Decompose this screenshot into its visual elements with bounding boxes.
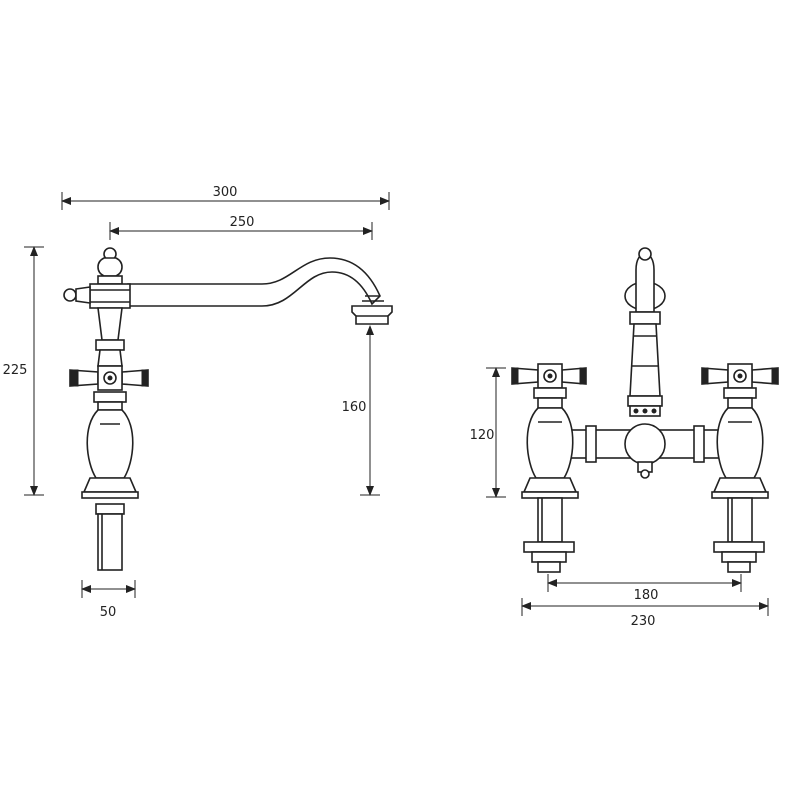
dim-label-250: 250	[230, 215, 255, 230]
dim-label-50: 50	[100, 605, 117, 620]
dim-overall-height: 225	[3, 246, 44, 496]
side-view: 300 250 225 160 50	[3, 185, 393, 620]
dim-label-180: 180	[634, 588, 659, 603]
front-spout	[624, 247, 666, 417]
dim-shank-centres: 180	[547, 574, 742, 603]
dim-label-160: 160	[342, 400, 367, 415]
right-pillar	[701, 363, 779, 573]
dim-label-300: 300	[213, 185, 238, 200]
dim-handle-height: 120	[470, 367, 506, 498]
bridge	[564, 423, 726, 479]
front-view: 120 180 230	[470, 247, 779, 629]
dim-label-120: 120	[470, 428, 495, 443]
dim-overall-width: 230	[521, 598, 769, 629]
dim-spout-reach: 250	[109, 215, 373, 240]
dim-spout-height: 160	[342, 325, 380, 496]
dim-shank-width: 50	[81, 580, 136, 620]
spout	[127, 257, 393, 325]
dim-label-225: 225	[3, 363, 28, 378]
side-body	[63, 247, 149, 571]
dim-overall-reach: 300	[61, 185, 390, 210]
dim-label-230: 230	[631, 614, 656, 629]
left-pillar	[511, 363, 587, 573]
